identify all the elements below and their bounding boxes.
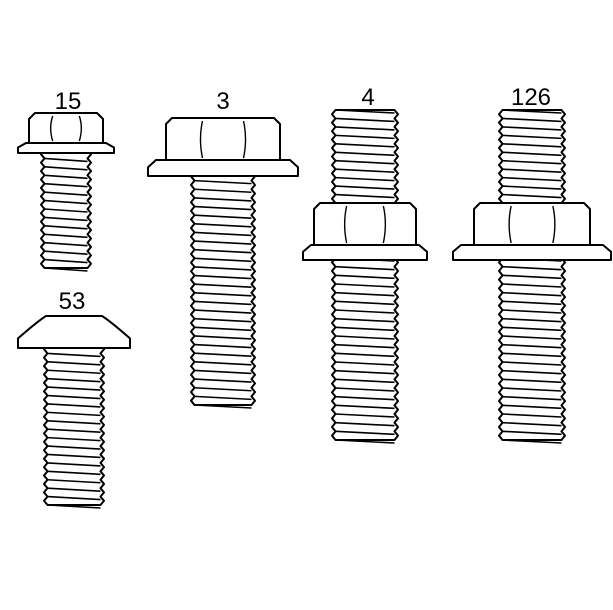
thread-shaft <box>40 149 92 269</box>
hex-head-facets <box>49 115 83 142</box>
flange-washer <box>452 244 612 261</box>
hex-head <box>165 117 281 161</box>
flange-bolt-3 <box>147 117 299 409</box>
hex-head-facets <box>199 120 247 159</box>
part-label-15: 15 <box>54 88 82 115</box>
stud-bolt-126 <box>452 109 612 444</box>
hex-head <box>473 202 591 246</box>
hex-head <box>28 112 104 144</box>
stud-bolt-4 <box>302 109 428 444</box>
hex-head-facets <box>343 205 387 244</box>
part-label-126: 126 <box>510 84 552 111</box>
button-bolt-53 <box>17 315 131 509</box>
thread-lines <box>335 109 395 207</box>
part-label-3: 3 <box>216 88 230 115</box>
flange-bolt-15 <box>17 112 115 272</box>
hex-head <box>313 202 417 246</box>
flange-washer <box>302 244 428 261</box>
button-head <box>17 315 131 349</box>
part-label-53: 53 <box>58 288 86 315</box>
part-label-4: 4 <box>361 84 375 111</box>
flange-washer <box>17 142 115 154</box>
thread-lines <box>502 109 562 207</box>
hex-head-facets <box>508 205 556 244</box>
flange-washer <box>147 159 299 177</box>
